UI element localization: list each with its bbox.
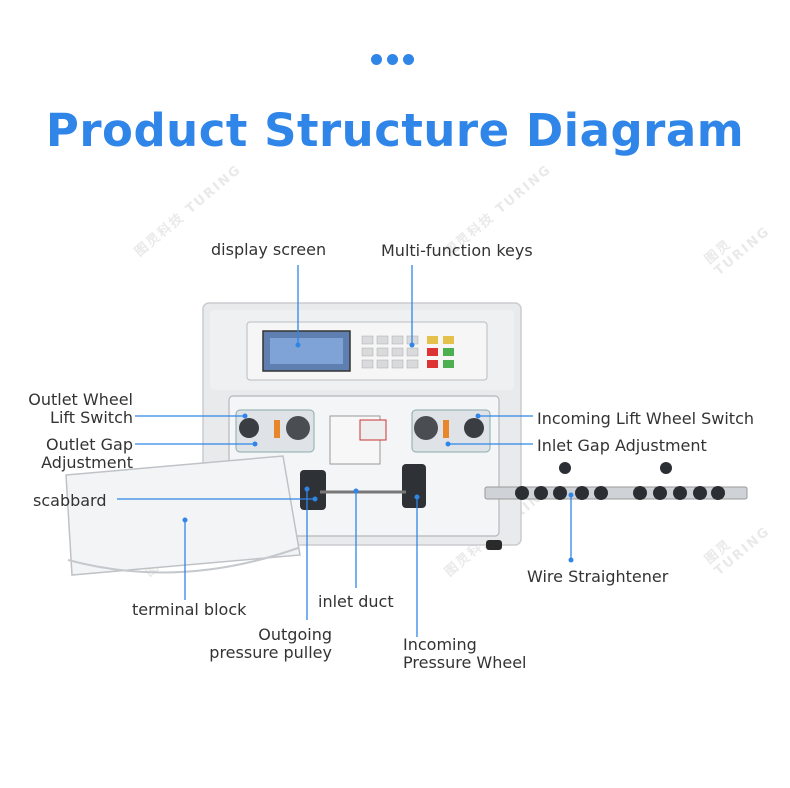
dot bbox=[371, 54, 382, 65]
dot bbox=[403, 54, 414, 65]
page-title: Product Structure Diagram bbox=[45, 104, 745, 157]
label-outlet-gap-adjustment-line1: Outlet Gap bbox=[45, 435, 133, 454]
label-wire-straightener: Wire Straightener bbox=[527, 567, 669, 586]
label-terminal-block: terminal block bbox=[132, 600, 247, 619]
label-scabbard: scabbard bbox=[33, 491, 107, 510]
label-inlet-gap-adjustment: Inlet Gap Adjustment bbox=[537, 436, 707, 455]
label-outlet-wheel-lift-switch-line1: Outlet Wheel bbox=[28, 390, 133, 409]
label-incoming-pressure-wheel-line2: Pressure Wheel bbox=[403, 653, 527, 672]
label-outlet-gap-adjustment-line2: Adjustment bbox=[41, 453, 133, 472]
label-multi-function-keys: Multi-function keys bbox=[381, 241, 533, 260]
decorative-dots bbox=[371, 54, 414, 65]
dot bbox=[387, 54, 398, 65]
label-inlet-duct: inlet duct bbox=[318, 592, 394, 611]
label-outgoing-pressure-pulley-line2: pressure pulley bbox=[209, 643, 332, 662]
label-display-screen: display screen bbox=[211, 240, 327, 259]
label-incoming-lift-wheel-switch: Incoming Lift Wheel Switch bbox=[537, 409, 755, 428]
label-outgoing-pressure-pulley-line1: Outgoing bbox=[258, 625, 332, 644]
label-incoming-pressure-wheel-line1: Incoming bbox=[403, 635, 477, 654]
label-outlet-wheel-lift-switch-line2: Lift Switch bbox=[50, 408, 133, 427]
